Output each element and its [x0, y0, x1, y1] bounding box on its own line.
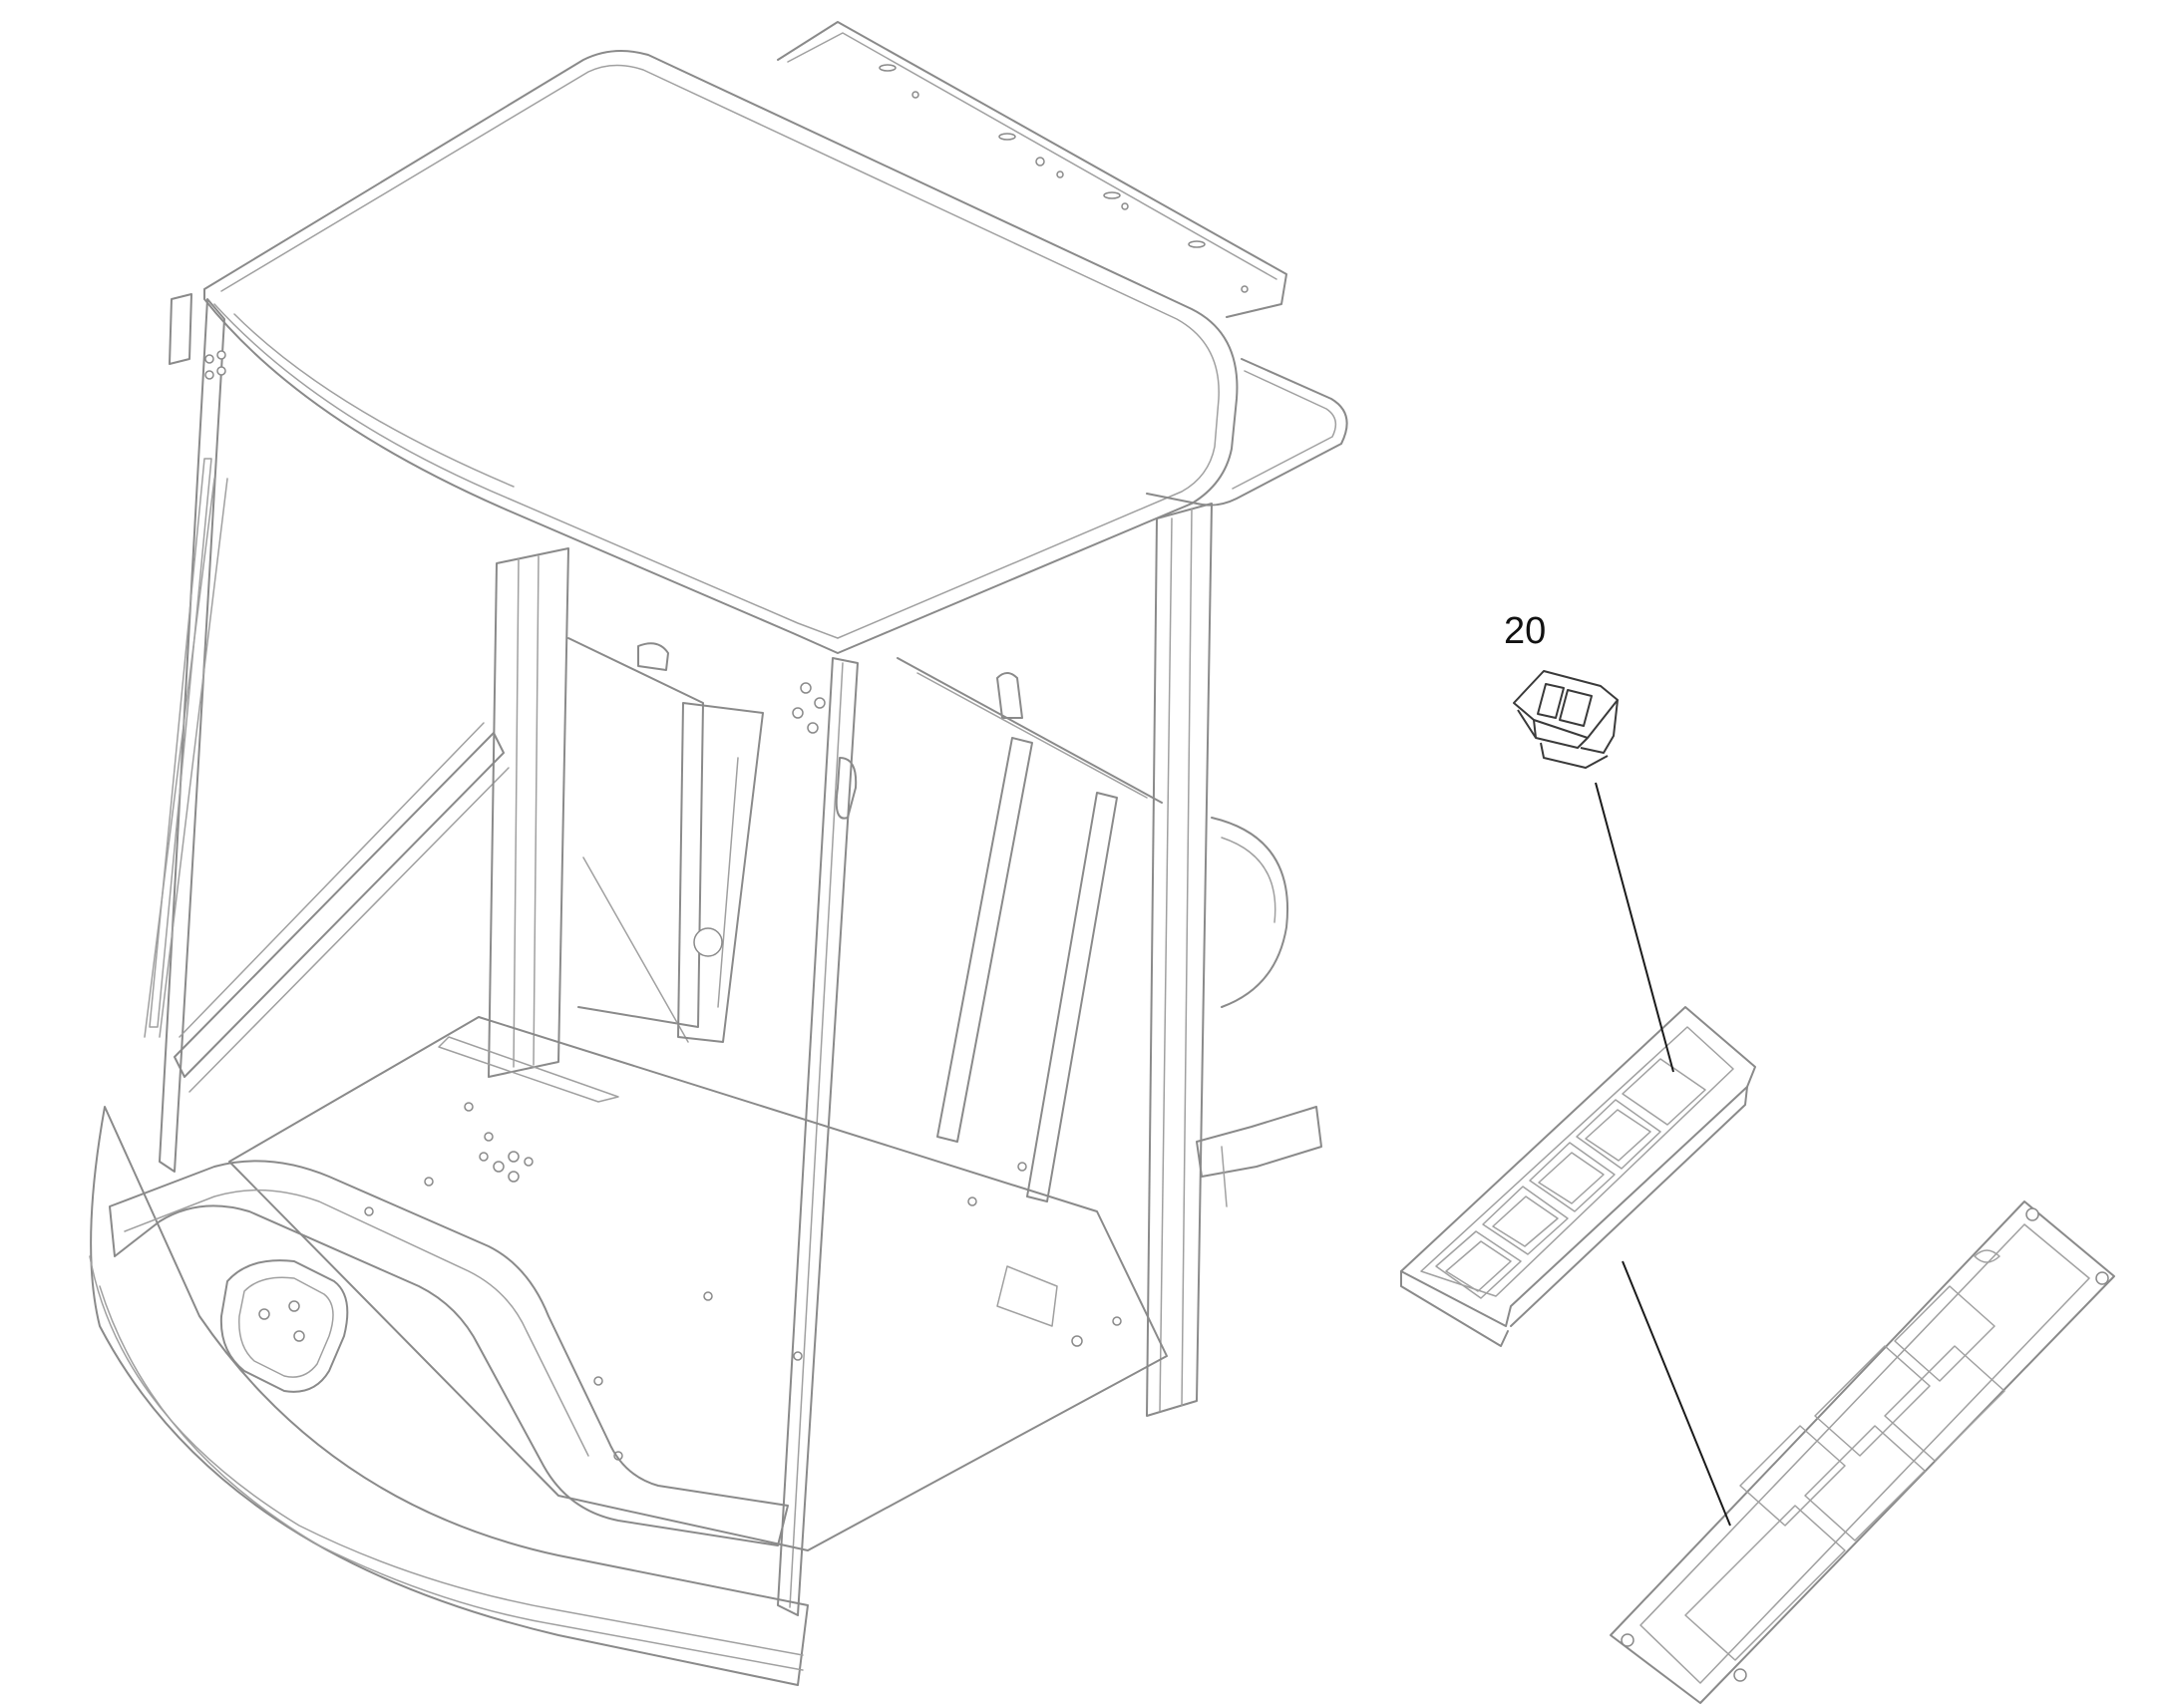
rear-mounting-rail: [777, 21, 1287, 318]
mounting-plate: [1610, 1200, 2115, 1704]
center-front-pillar: [777, 657, 859, 1616]
rear-console-box: [677, 702, 764, 1043]
left-front-pillar: [159, 298, 225, 1173]
grab-handle: [1146, 358, 1348, 507]
steering-mount: [219, 1259, 349, 1393]
left-side-brace: [174, 732, 505, 1078]
rocker-switch: [1513, 670, 1619, 769]
side-bracket: [1196, 1106, 1322, 1178]
switch-panel-housing: [1400, 1006, 1756, 1347]
right-front-pillar: [1146, 503, 1213, 1417]
right-side-brace: [936, 737, 1033, 1143]
operator-cab-frame: [89, 21, 1348, 1686]
leader-lines: [1595, 782, 1731, 1527]
cab-roof-panel: [203, 50, 1239, 654]
leader-switch-to-panel: [1595, 782, 1674, 1073]
right-fender: [1211, 817, 1288, 1008]
callout-label-20: 20: [1504, 610, 1547, 652]
dash-panel: [109, 1160, 789, 1546]
front-dash-lower-body: [90, 1106, 809, 1686]
leader-panel-to-plate: [1622, 1260, 1731, 1527]
cab-floor-plate: [228, 1016, 1168, 1551]
rear-wall: [488, 547, 569, 1078]
